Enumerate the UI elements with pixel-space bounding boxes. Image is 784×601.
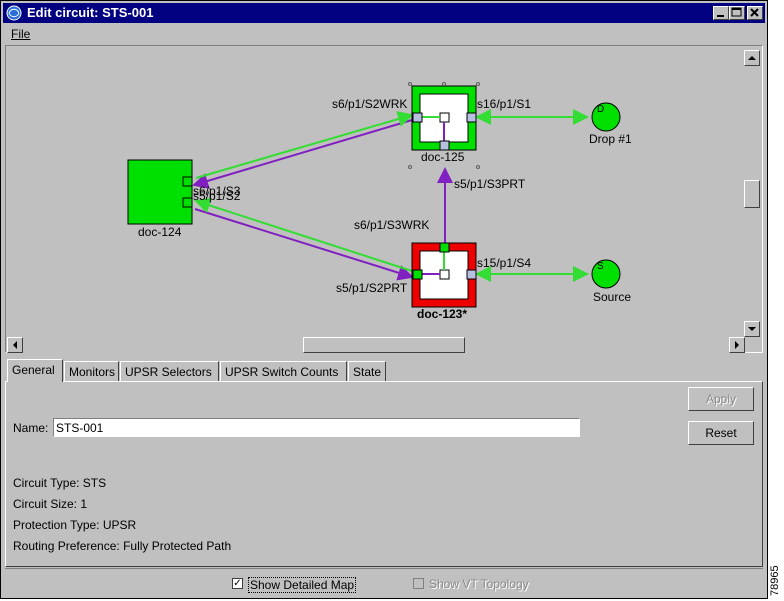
tab-general[interactable]: General (7, 359, 63, 382)
name-input[interactable]: STS-001 (53, 418, 580, 437)
figure-code: 78965 (769, 565, 781, 596)
arrow-down-icon (748, 327, 756, 331)
cross-connect-box (439, 112, 450, 123)
close-button[interactable] (747, 6, 763, 20)
protection-type: Protection Type: UPSR (13, 518, 137, 532)
source-endpoint[interactable] (591, 259, 621, 289)
port-box (466, 269, 477, 280)
node-label-doc-123: doc-123* (417, 307, 468, 321)
map-vertical-scrollbar[interactable] (743, 49, 761, 339)
port-box (412, 269, 423, 280)
port-box (466, 112, 477, 123)
circuit-map[interactable]: D S Drop #1 Source doc-124 doc-125 doc-1… (5, 45, 763, 353)
arrow-up-icon (748, 56, 756, 60)
bottom-options (5, 568, 763, 598)
tab-upsr-selectors[interactable]: UPSR Selectors (120, 361, 219, 381)
selection-handles (408, 82, 480, 169)
vertical-scroll-thumb[interactable] (744, 180, 760, 208)
circuit-type: Circuit Type: STS (13, 476, 107, 490)
port-label: s5/p1/S2PRT (336, 281, 408, 295)
source-symbol: S (597, 261, 604, 272)
link-124-123-protect[interactable] (194, 208, 414, 281)
port-label: s5/p1/S2 (193, 189, 241, 203)
circuit-size: Circuit Size: 1 (13, 497, 88, 511)
routing-preference: Routing Preference: Fully Protected Path (13, 539, 232, 553)
title-bar: Edit circuit: STS-001 (3, 3, 765, 23)
arrow-right-icon (735, 341, 739, 349)
app-icon (6, 5, 22, 21)
node-doc-124[interactable] (127, 159, 193, 225)
source-label: Source (593, 290, 632, 304)
port-label: s6/p1/S3 (193, 184, 241, 198)
port-box (439, 140, 450, 151)
tab-monitors[interactable]: Monitors (64, 361, 119, 381)
close-icon (750, 8, 759, 17)
port-box (182, 176, 193, 187)
link-124-123-working[interactable] (194, 197, 413, 272)
port-box (182, 197, 193, 208)
node-label-doc-124: doc-124 (138, 225, 182, 239)
port-box (412, 112, 423, 123)
show-vt-topology-label: Show VT Topology (429, 577, 529, 591)
general-panel (5, 381, 763, 567)
name-label: Name: (13, 421, 49, 435)
drop-symbol: D (597, 104, 605, 115)
tab-state[interactable]: State (348, 361, 386, 381)
apply-button[interactable]: Apply (688, 387, 754, 411)
maximize-button[interactable] (729, 6, 745, 20)
minimize-icon (717, 15, 724, 17)
port-label: s6/p1/S3WRK (354, 218, 430, 232)
show-detailed-map-label[interactable]: Show Detailed Map (248, 577, 357, 593)
port-label: s6/p1/S2WRK (332, 97, 408, 111)
map-horizontal-scrollbar[interactable] (7, 337, 745, 353)
menu-file[interactable]: File (11, 27, 31, 41)
tab-upsr-switch-counts[interactable]: UPSR Switch Counts (220, 361, 347, 381)
maximize-icon (731, 7, 742, 17)
port-label: s15/p1/S4 (477, 256, 532, 270)
port-label: s5/p1/S3PRT (454, 177, 526, 191)
window-title: Edit circuit: STS-001 (27, 5, 154, 20)
node-label-doc-125: doc-125 (421, 150, 465, 164)
reset-button[interactable]: Reset (688, 421, 754, 445)
scroll-up-button[interactable] (744, 50, 760, 66)
map-canvas (127, 82, 621, 308)
show-vt-topology-checkbox[interactable] (413, 578, 424, 589)
port-label: s16/p1/S1 (477, 97, 532, 111)
arrow-left-icon (13, 341, 17, 349)
drop-label: Drop #1 (589, 132, 632, 146)
scroll-right-button[interactable] (729, 337, 745, 353)
show-detailed-map-checkbox[interactable]: ✓ (232, 578, 243, 589)
minimize-button[interactable] (713, 6, 729, 20)
link-124-125-protect[interactable] (192, 119, 413, 189)
link-124-125-working[interactable] (195, 111, 414, 179)
scroll-left-button[interactable] (7, 337, 23, 353)
horizontal-scroll-thumb[interactable] (303, 337, 465, 353)
drop-endpoint[interactable] (591, 102, 621, 132)
edit-circuit-window: Edit circuit: STS-001 File (0, 0, 768, 599)
port-box (439, 242, 450, 253)
cross-connect-box (439, 269, 450, 280)
scroll-down-button[interactable] (744, 321, 760, 337)
menu-bar: File (3, 25, 765, 43)
